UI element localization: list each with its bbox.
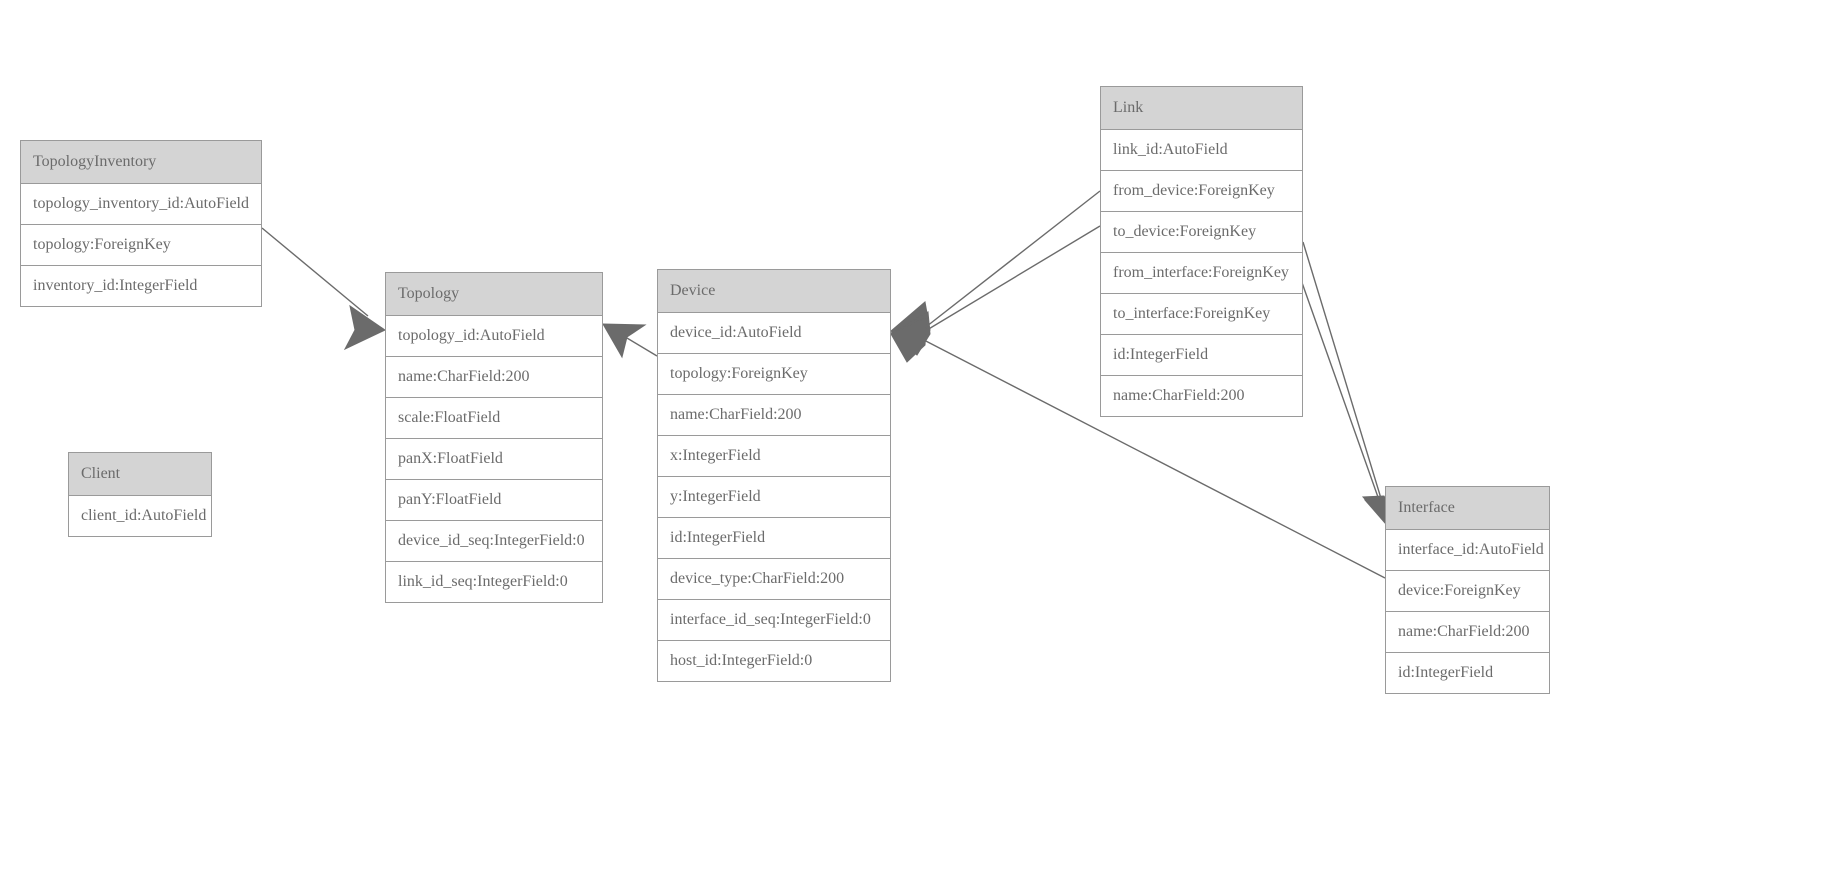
entity-field: y:IntegerField bbox=[658, 477, 890, 518]
entity-field: device_id_seq:IntegerField:0 bbox=[386, 521, 602, 562]
entity-field: topology_inventory_id:AutoField bbox=[21, 184, 261, 225]
entity-device[interactable]: Device device_id:AutoField topology:Fore… bbox=[657, 269, 891, 682]
entity-field-list: interface_id:AutoField device:ForeignKey… bbox=[1386, 530, 1549, 693]
entity-field: link_id:AutoField bbox=[1101, 130, 1302, 171]
entity-field: id:IntegerField bbox=[1101, 335, 1302, 376]
entity-title: Device bbox=[658, 270, 890, 313]
entity-field: topology:ForeignKey bbox=[658, 354, 890, 395]
entity-field: inventory_id:IntegerField bbox=[33, 277, 198, 294]
entity-topology-inventory[interactable]: TopologyInventory topology_inventory_id:… bbox=[20, 140, 262, 307]
entity-field: x:IntegerField bbox=[658, 436, 890, 477]
edge-link-from-device-to-device bbox=[921, 190, 1101, 331]
entity-title: TopologyInventory bbox=[21, 141, 261, 184]
edge-link-to-interface-to-interface bbox=[1299, 276, 1391, 532]
entity-title: Client bbox=[69, 453, 211, 496]
entity-topology[interactable]: Topology topology_id:AutoField name:Char… bbox=[385, 272, 603, 603]
entity-field: topology:ForeignKey bbox=[21, 225, 261, 266]
entity-field-list: link_id:AutoField from_device:ForeignKey… bbox=[1101, 130, 1302, 416]
edge-link-to-device-to-device bbox=[921, 225, 1101, 334]
entity-title: Link bbox=[1101, 87, 1302, 130]
entity-link[interactable]: Link link_id:AutoField from_device:Forei… bbox=[1100, 86, 1303, 417]
entity-client[interactable]: Client client_id:AutoField bbox=[68, 452, 212, 537]
entity-field: interface_id_seq:IntegerField:0 bbox=[658, 600, 890, 641]
edge-topology-inventory-to-topology bbox=[261, 227, 386, 351]
entity-field: panY:FloatField bbox=[386, 480, 602, 521]
entity-field: name:CharField:200 bbox=[1113, 387, 1245, 404]
entity-field: device_type:CharField:200 bbox=[658, 559, 890, 600]
entity-field: device:ForeignKey bbox=[1386, 571, 1549, 612]
entity-field: to_device:ForeignKey bbox=[1101, 212, 1302, 253]
entity-field: panX:FloatField bbox=[386, 439, 602, 480]
entity-field: host_id:IntegerField:0 bbox=[670, 652, 813, 669]
entity-field: client_id:AutoField bbox=[81, 507, 207, 524]
entity-title: Topology bbox=[386, 273, 602, 316]
entity-field: name:CharField:200 bbox=[386, 357, 602, 398]
entity-field: to_interface:ForeignKey bbox=[1101, 294, 1302, 335]
entity-field-list: client_id:AutoField bbox=[69, 496, 211, 536]
entity-title: Interface bbox=[1386, 487, 1549, 530]
entity-field-list: topology_id:AutoField name:CharField:200… bbox=[386, 316, 602, 602]
entity-field: name:CharField:200 bbox=[1386, 612, 1549, 653]
entity-field: topology_id:AutoField bbox=[386, 316, 602, 357]
entity-field: name:CharField:200 bbox=[658, 395, 890, 436]
entity-field: interface_id:AutoField bbox=[1386, 530, 1549, 571]
entity-interface[interactable]: Interface interface_id:AutoField device:… bbox=[1385, 486, 1550, 694]
entity-field-list: topology_inventory_id:AutoField topology… bbox=[21, 184, 261, 306]
entity-field: link_id_seq:IntegerField:0 bbox=[398, 573, 568, 590]
entity-field: id:IntegerField bbox=[658, 518, 890, 559]
entity-field: from_device:ForeignKey bbox=[1101, 171, 1302, 212]
entity-field: device_id:AutoField bbox=[658, 313, 890, 354]
edge-device-to-topology bbox=[602, 323, 658, 359]
entity-field-list: device_id:AutoField topology:ForeignKey … bbox=[658, 313, 890, 681]
entity-field: scale:FloatField bbox=[386, 398, 602, 439]
entity-field: from_interface:ForeignKey bbox=[1101, 253, 1302, 294]
entity-field: id:IntegerField bbox=[1398, 664, 1494, 681]
arrowhead-cluster-device bbox=[890, 301, 931, 363]
edge-link-from-interface-to-interface bbox=[1302, 241, 1391, 529]
